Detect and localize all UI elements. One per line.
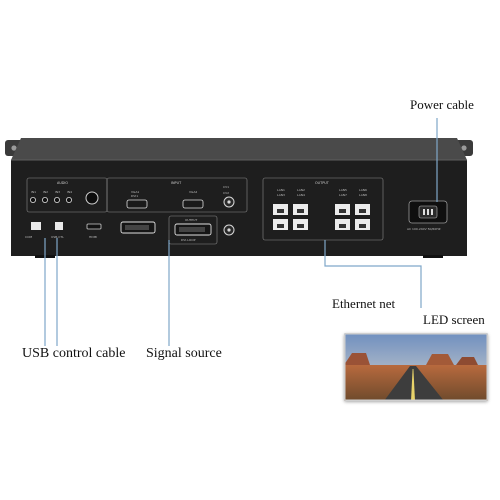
dvi-output-section: [168, 215, 218, 245]
lan-label: LAN1: [277, 188, 285, 192]
lan-port-group-right: [335, 204, 370, 230]
usb-port: [55, 222, 63, 230]
audio-port-label: IN1: [31, 190, 36, 194]
vga2-label: VGA2: [189, 190, 197, 194]
lan-label: LAN6: [359, 188, 367, 192]
desert-road-scene: [344, 333, 488, 401]
audio-title: AUDIO: [57, 181, 68, 185]
power-switch-knob: [85, 191, 99, 205]
hdmi-label: HDMI: [89, 235, 97, 239]
lan-label: LAN3: [277, 193, 285, 197]
lan-label: LAN2: [297, 188, 305, 192]
output-title: OUTPUT: [315, 181, 330, 185]
lan-label: LAN8: [359, 193, 367, 197]
vga1-label: VGA1: [131, 190, 139, 194]
audio-jack: [29, 197, 36, 204]
audio-jack: [66, 197, 73, 204]
audio-port-label: IN3: [55, 190, 60, 194]
vga1-port: [126, 199, 148, 209]
output-section: [262, 177, 384, 241]
power-spec-label: AC 100-240V 50/60HZ: [407, 227, 441, 231]
led-screen-image: [344, 333, 488, 401]
audio-port-label: IN4: [67, 190, 72, 194]
ethernet-leader-line: [324, 240, 422, 308]
ethernet-net-label: Ethernet net: [332, 296, 396, 311]
chassis-body: [11, 160, 467, 256]
hdmi-port: [86, 223, 102, 230]
lan-label: LAN5: [339, 188, 347, 192]
usb-control-cable-label: USB control cable: [22, 346, 126, 361]
chassis-top: [11, 138, 467, 160]
signal-source-label: Signal source: [146, 346, 222, 361]
lan-port-group-left: [273, 204, 308, 230]
com-port: [31, 222, 41, 230]
vga2-port: [182, 199, 204, 209]
rack-hole-left: [11, 145, 17, 151]
mesa: [344, 353, 370, 365]
com-label: COM: [25, 235, 32, 239]
cv2-label: CV2: [223, 191, 229, 195]
power-cable-label: Power cable: [410, 97, 474, 112]
audio-port-label: IN2: [43, 190, 48, 194]
dvi1-label: DVI1: [131, 194, 138, 198]
cv1-label: CV1: [223, 185, 229, 189]
input-title: INPUT: [171, 181, 182, 185]
usb-label: USB-CTL: [51, 235, 64, 239]
input-section: [106, 177, 248, 213]
lan-label: LAN7: [339, 193, 347, 197]
audio-ports: IN1 IN2 IN3 IN4: [29, 190, 99, 205]
lan-label: LAN4: [297, 193, 305, 197]
mesa: [426, 354, 454, 365]
audio-jack: [54, 197, 61, 204]
mesa: [456, 357, 478, 365]
led-screen-label: LED screen: [423, 312, 485, 327]
audio-jack: [42, 197, 49, 204]
dvi-loop-label: DVI-LOOP: [181, 238, 196, 242]
output-sub-title: OUTPUT: [185, 218, 197, 222]
rack-hole-right: [461, 145, 467, 151]
